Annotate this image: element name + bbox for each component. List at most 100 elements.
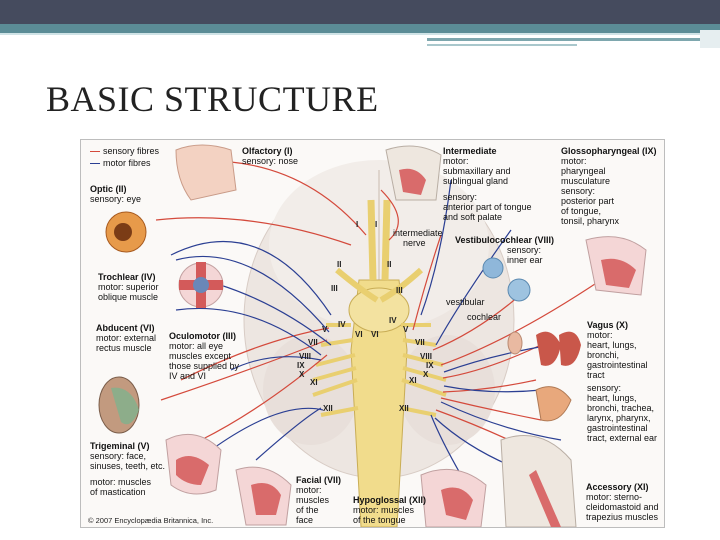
copyright-notice: © 2007 Encyclopædia Britannica, Inc. bbox=[88, 516, 214, 525]
label-facial: Facial (VII) motor: muscles of the face bbox=[296, 475, 341, 525]
vagus-line-10: gastrointestinal bbox=[587, 423, 648, 433]
numeral-left-9: IX bbox=[297, 361, 305, 370]
oculomotor-line-2: muscles except bbox=[169, 351, 232, 361]
numeral-left-8: VIII bbox=[299, 352, 312, 361]
label-trochlear: Trochlear (IV) motor: superior oblique m… bbox=[98, 272, 159, 302]
trigeminal-title: Trigeminal (V) bbox=[90, 441, 150, 451]
intermediate-line-1: motor: bbox=[443, 156, 469, 166]
cranial-nerves-figure: sensory fibres motor fibres Olfactory (I… bbox=[80, 139, 665, 528]
hypoglossal-title: Hypoglossal (XII) bbox=[353, 495, 427, 505]
numeral-right-10: X bbox=[423, 370, 429, 379]
label-trigeminal: Trigeminal (V) sensory: face, sinuses, t… bbox=[90, 441, 165, 497]
trigeminal-line-4: motor: muscles bbox=[90, 477, 152, 487]
slide-title: BASIC STRUCTURE bbox=[46, 79, 379, 119]
intermediate-nerve-line-2: nerve bbox=[403, 238, 426, 248]
facial-line-3: of the bbox=[296, 505, 319, 515]
glossopharyngeal-line-7: tonsil, pharynx bbox=[561, 216, 620, 226]
intermediate-nerve-line-1: intermediate bbox=[393, 228, 443, 238]
oculomotor-line-4: IV and VI bbox=[169, 371, 207, 381]
label-vagus: Vagus (X) motor: heart, lungs, bronchi, … bbox=[587, 320, 657, 443]
label-abducent: Abducent (VI) motor: external rectus mus… bbox=[96, 323, 156, 353]
intermediate-line-7: and soft palate bbox=[443, 212, 503, 222]
header-accent-block bbox=[700, 30, 720, 48]
vestibulocochlear-line-2: inner ear bbox=[507, 255, 543, 265]
label-vestibulocochlear: Vestibulocochlear (VIII) sensory: inner … bbox=[455, 235, 554, 265]
vagus-line-3: bronchi, bbox=[587, 350, 620, 360]
hypoglossal-line-1: motor: muscles bbox=[353, 505, 415, 515]
label-vestibular: vestibular bbox=[446, 297, 485, 307]
numeral-left-4: IV bbox=[338, 320, 346, 329]
numeral-right-3: III bbox=[396, 286, 403, 295]
organ-illustrations bbox=[98, 144, 647, 527]
numeral-left-10: X bbox=[299, 370, 305, 379]
abducent-line-1: motor: external bbox=[96, 333, 157, 343]
label-glossopharyngeal: Glossopharyngeal (IX) motor: pharyngeal … bbox=[561, 146, 657, 226]
glossopharyngeal-line-5: posterior part bbox=[561, 196, 615, 206]
intermediate-title: Intermediate bbox=[443, 146, 497, 156]
vagus-line-8: bronchi, trachea, bbox=[587, 403, 655, 413]
facial-line-4: face bbox=[296, 515, 314, 525]
olfactory-title: Olfactory (I) bbox=[242, 146, 293, 156]
label-oculomotor: Oculomotor (III) motor: all eye muscles … bbox=[169, 331, 239, 381]
vagus-line-9: larynx, pharynx, bbox=[587, 413, 651, 423]
glossopharyngeal-line-4: sensory: bbox=[561, 186, 596, 196]
legend-sensory-label: sensory fibres bbox=[103, 146, 160, 156]
accessory-line-2: cleidomastoid and bbox=[586, 502, 659, 512]
numeral-left-6: VI bbox=[355, 330, 363, 339]
glossopharyngeal-line-6: of tongue, bbox=[561, 206, 602, 216]
numeral-right-6: VI bbox=[371, 330, 379, 339]
numeral-right-12: XII bbox=[399, 404, 409, 413]
intermediate-line-3: sublingual gland bbox=[443, 176, 509, 186]
optic-title: Optic (II) bbox=[90, 184, 127, 194]
trigeminal-line-1: sensory: face, bbox=[90, 451, 147, 461]
vagus-line-11: tract, external ear bbox=[587, 433, 658, 443]
label-olfactory: Olfactory (I) sensory: nose bbox=[242, 146, 298, 166]
legend-sensory: sensory fibres bbox=[90, 146, 159, 156]
numeral-right-8: VIII bbox=[420, 352, 433, 361]
numeral-right-5: V bbox=[403, 325, 409, 334]
facial-line-1: motor: bbox=[296, 485, 322, 495]
header-accent-line-short bbox=[427, 44, 577, 46]
intermediate-line-2: submaxillary and bbox=[443, 166, 511, 176]
label-intermediate: Intermediate motor: submaxillary and sub… bbox=[443, 146, 532, 222]
trochlear-line-1: motor: superior bbox=[98, 282, 159, 292]
intermediate-line-5: sensory: bbox=[443, 192, 478, 202]
abducent-line-2: rectus muscle bbox=[96, 343, 152, 353]
numeral-left-2: II bbox=[337, 260, 342, 269]
label-intermediate-nerve: intermediate nerve bbox=[393, 228, 443, 248]
vagus-line-5: tract bbox=[587, 370, 605, 380]
label-cochlear: cochlear bbox=[467, 312, 502, 322]
numeral-left-1: I bbox=[356, 220, 359, 229]
header-bar-light bbox=[0, 33, 720, 35]
accessory-line-3: trapezius muscles bbox=[586, 512, 659, 522]
legend-motor: motor fibres bbox=[90, 158, 151, 168]
accessory-line-1: motor: sterno- bbox=[586, 492, 643, 502]
label-accessory: Accessory (XI) motor: sterno- cleidomast… bbox=[586, 482, 659, 522]
oculomotor-line-3: those supplied by bbox=[169, 361, 240, 371]
vagus-line-7: heart, lungs, bbox=[587, 393, 637, 403]
numeral-right-2: II bbox=[387, 260, 392, 269]
oculomotor-line-1: motor: all eye bbox=[169, 341, 224, 351]
numeral-right-7: VII bbox=[415, 338, 425, 347]
abducent-title: Abducent (VI) bbox=[96, 323, 155, 333]
legend-motor-label: motor fibres bbox=[103, 158, 151, 168]
glossopharyngeal-line-2: pharyngeal bbox=[561, 166, 606, 176]
hypoglossal-line-2: of the tongue bbox=[353, 515, 406, 525]
vagus-line-6: sensory: bbox=[587, 383, 622, 393]
header-bar-teal bbox=[0, 24, 720, 33]
olfactory-line: sensory: nose bbox=[242, 156, 299, 166]
intermediate-line-6: anterior part of tongue bbox=[443, 202, 532, 212]
trochlear-title: Trochlear (IV) bbox=[98, 272, 156, 282]
label-hypoglossal: Hypoglossal (XII) motor: muscles of the … bbox=[353, 495, 426, 525]
optic-line: sensory: eye bbox=[90, 194, 142, 204]
header-bar-dark bbox=[0, 0, 720, 24]
brain-illustration bbox=[98, 144, 647, 527]
facial-title: Facial (VII) bbox=[296, 475, 342, 485]
numeral-left-5: V bbox=[322, 325, 328, 334]
accessory-title: Accessory (XI) bbox=[586, 482, 649, 492]
numeral-left-12: XII bbox=[323, 404, 333, 413]
numeral-left-11: XI bbox=[310, 378, 318, 387]
trochlear-line-2: oblique muscle bbox=[98, 292, 159, 302]
numeral-left-7: VII bbox=[308, 338, 318, 347]
vagus-line-1: motor: bbox=[587, 330, 613, 340]
